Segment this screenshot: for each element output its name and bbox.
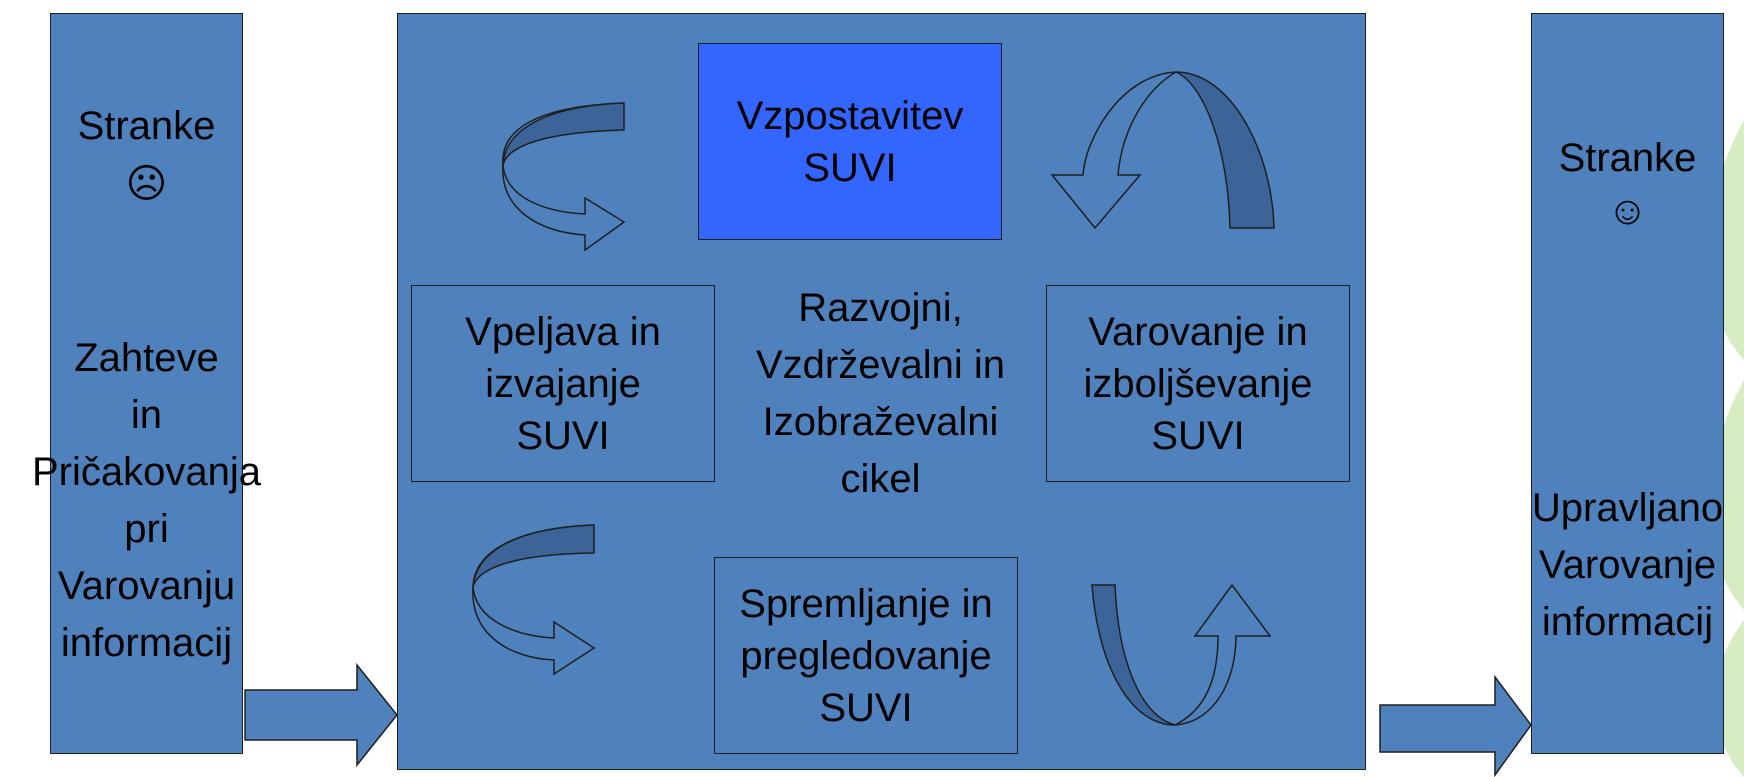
establish-suvi-label: Vzpostavitev SUVI bbox=[736, 93, 964, 190]
improve-suvi-box: Varovanje in izboljševanje SUVI bbox=[1046, 285, 1350, 482]
curved-arrow-top-left-icon bbox=[502, 102, 626, 252]
curved-arrow-bottom-right-icon bbox=[1091, 583, 1272, 726]
establish-suvi-box: Vzpostavitev SUVI bbox=[698, 43, 1002, 240]
happy-face-icon: ☺ bbox=[1607, 189, 1648, 233]
cycle-center-text: Razvojni, Vzdrževalni in Izobraževalni c… bbox=[755, 286, 1005, 501]
improve-suvi-label: Varovanje in izboljševanje SUVI bbox=[1083, 309, 1313, 458]
monitor-suvi-label: Spremljanje in pregledovanje SUVI bbox=[739, 581, 993, 730]
output-block-arrow-icon bbox=[1379, 674, 1532, 777]
input-block-arrow-icon bbox=[244, 662, 398, 768]
left-column-requirements-text: Zahteve in Pričakovanja pri Varovanju in… bbox=[31, 336, 261, 665]
right-column-title: Stranke bbox=[1558, 136, 1697, 180]
curved-arrow-bottom-left-icon bbox=[472, 524, 596, 676]
curved-arrow-top-right-icon bbox=[1050, 71, 1275, 230]
implement-suvi-box: Vpeljava in izvajanje SUVI bbox=[411, 285, 715, 482]
left-stakeholders-column bbox=[50, 13, 243, 754]
sad-face-icon: ☹ bbox=[125, 162, 168, 206]
right-column-outcome-text: Upravljano Varovanje informacij bbox=[1531, 486, 1724, 644]
implement-suvi-label: Vpeljava in izvajanje SUVI bbox=[465, 309, 661, 458]
left-column-title: Stranke bbox=[77, 104, 216, 148]
right-stakeholders-column bbox=[1531, 13, 1724, 754]
monitor-suvi-box: Spremljanje in pregledovanje SUVI bbox=[714, 557, 1018, 754]
